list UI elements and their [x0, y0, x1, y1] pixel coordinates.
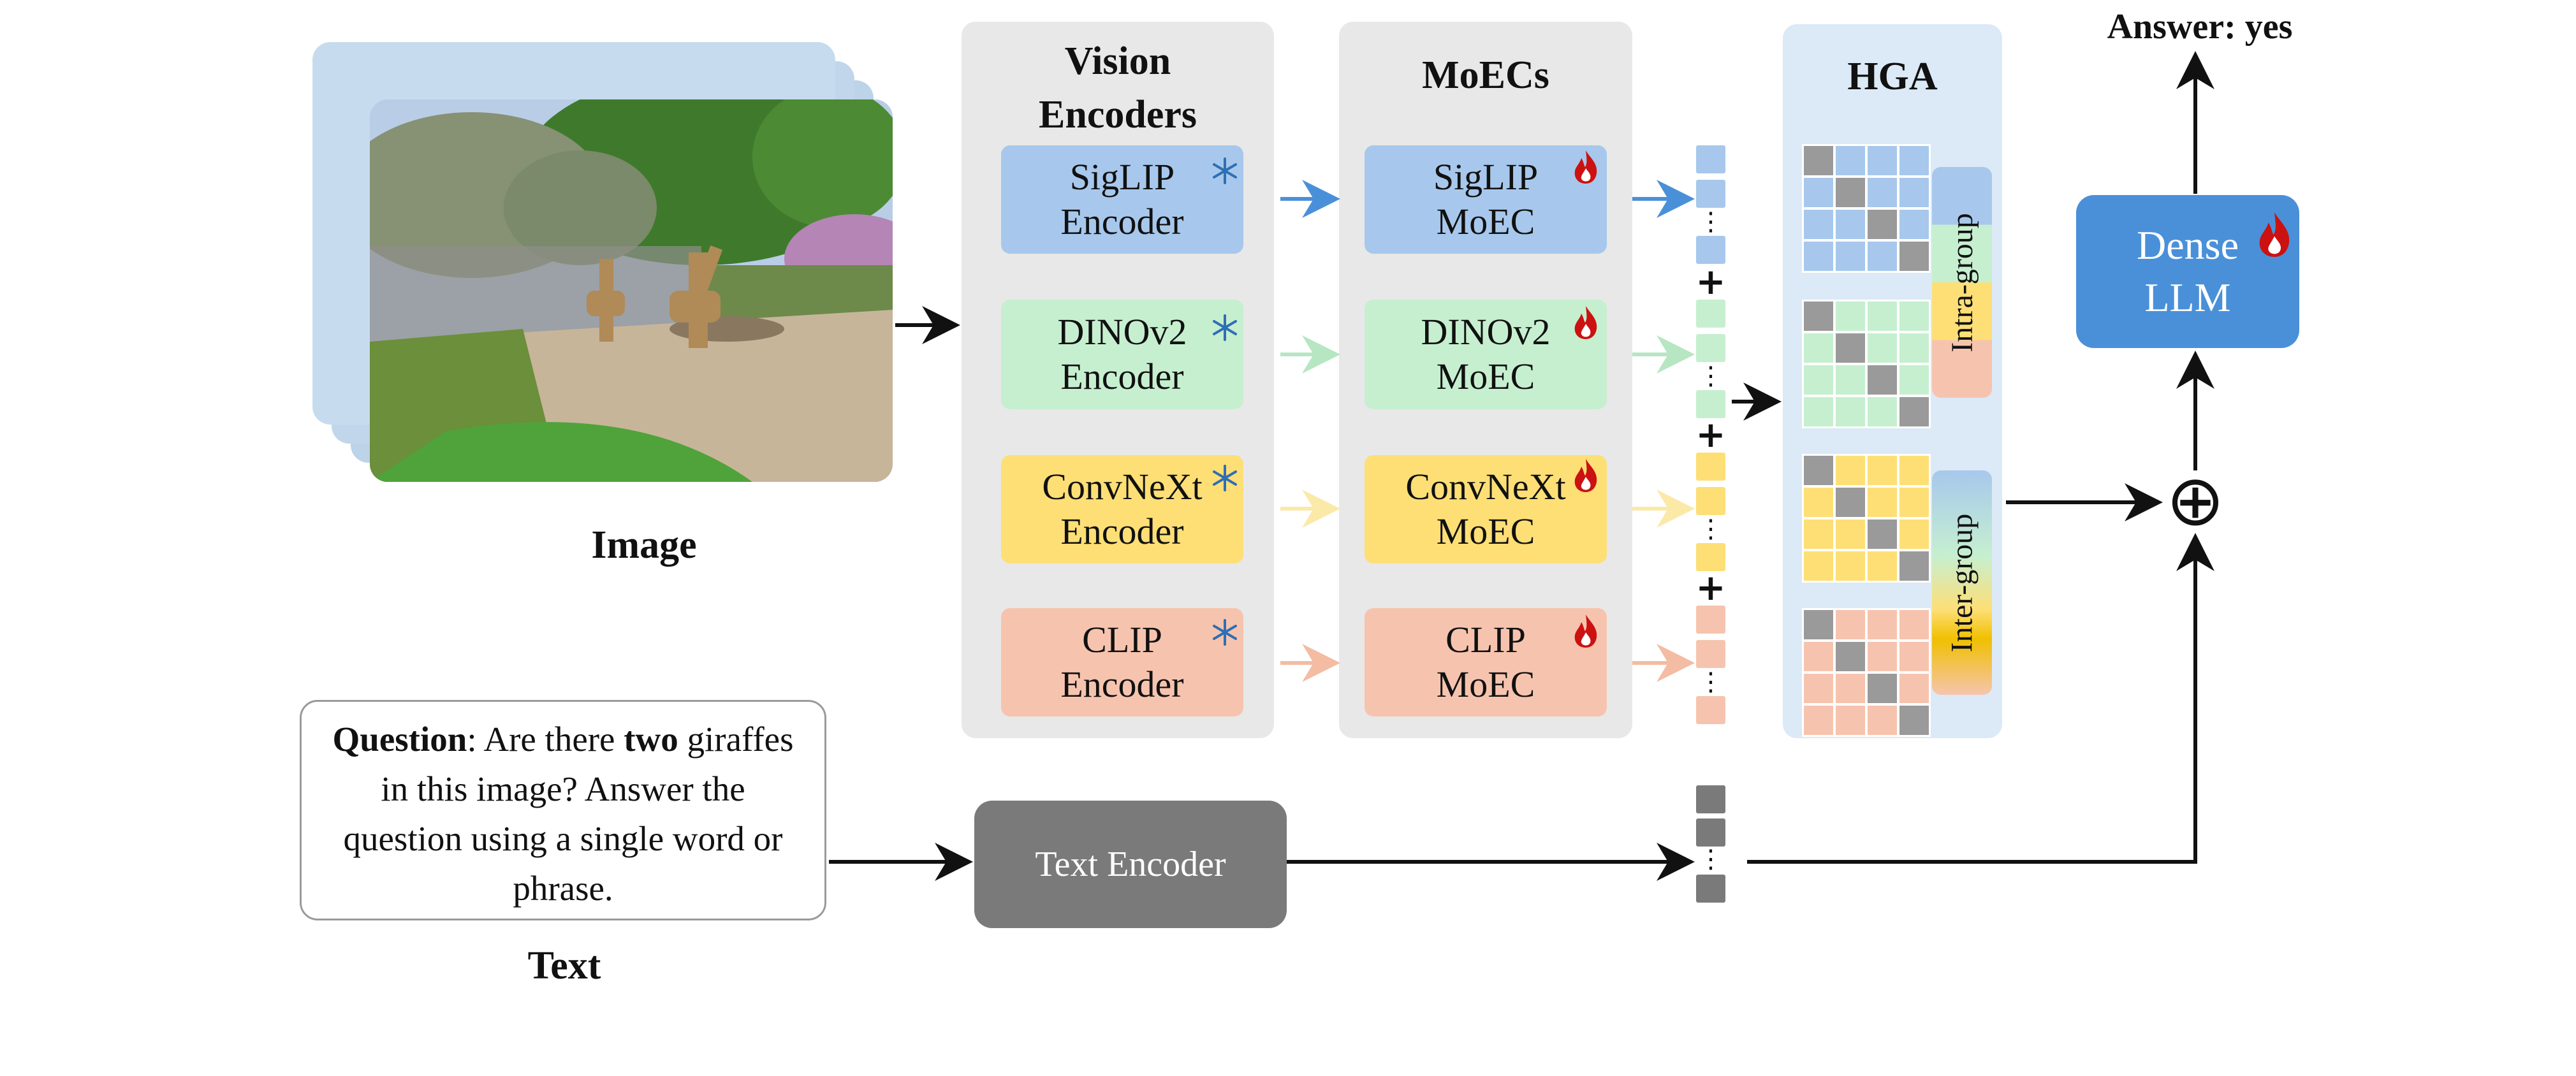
attention-matrix-convnext — [1802, 454, 1931, 583]
token-ellipsis: ⋮ — [1698, 207, 1723, 236]
clip-encoder-label: CLIP Encoder — [1060, 619, 1184, 705]
token-siglip — [1696, 180, 1725, 208]
token-dinov2 — [1696, 390, 1725, 418]
question-bold-two: two — [624, 720, 678, 759]
token-clip — [1696, 640, 1725, 668]
snowflake-icon — [1213, 465, 1237, 491]
convnext-moec-label: ConvNeXt MoEC — [1405, 466, 1566, 552]
flame-icon — [2259, 212, 2290, 258]
token-siglip — [1696, 236, 1725, 264]
giraffe-photo — [370, 99, 893, 482]
snowflake-icon — [1213, 619, 1237, 646]
image-stack — [312, 42, 893, 482]
flame-icon — [1574, 150, 1597, 184]
attention-matrix-siglip — [1802, 144, 1931, 273]
question-part-2: giraffes in this image? Answer the quest… — [343, 720, 794, 908]
vision-encoders-title: Vision Encoders — [1039, 40, 1197, 136]
flame-icon — [1574, 306, 1597, 339]
convnext-encoder-label: ConvNeXt Encoder — [1042, 466, 1203, 552]
token-siglip — [1696, 145, 1725, 173]
clip-moec-label: CLIP MoEC — [1436, 619, 1535, 705]
dense-llm-label: Dense LLM — [2137, 222, 2239, 320]
token-text — [1696, 785, 1725, 813]
siglip-encoder-box: SigLIP Encoder — [1001, 145, 1243, 254]
question-part-1: : Are there — [467, 720, 624, 759]
snowflake-icon — [1213, 314, 1237, 341]
hga-title: HGA — [1847, 55, 1938, 98]
inter-group-bar: Inter-group — [1932, 470, 1992, 695]
plus-sign: + — [1695, 567, 1726, 609]
dinov2-moec-label: DINOv2 MoEC — [1421, 311, 1551, 397]
token-ellipsis: ⋮ — [1698, 667, 1723, 696]
token-clip — [1696, 696, 1725, 724]
token-ellipsis: ⋮ — [1698, 361, 1723, 390]
moecs-title: MoECs — [1422, 54, 1549, 97]
dinov2-encoder-label: DINOv2 Encoder — [1057, 311, 1187, 397]
attention-matrix-clip — [1802, 608, 1931, 737]
attention-matrix-dinov2 — [1802, 300, 1931, 428]
token-ellipsis: ⋮ — [1698, 844, 1723, 873]
plus-sign: + — [1695, 414, 1726, 456]
dinov2-moec-box: DINOv2 MoEC — [1365, 300, 1607, 409]
token-text — [1696, 875, 1725, 903]
token-ellipsis: ⋮ — [1698, 514, 1723, 543]
token-clip — [1696, 606, 1725, 634]
snowflake-icon — [1213, 157, 1237, 184]
flame-icon — [1574, 614, 1597, 648]
token-convnext — [1696, 543, 1725, 571]
siglip-moec-box: SigLIP MoEC — [1365, 145, 1607, 254]
token-text — [1696, 818, 1725, 847]
text-encoder-label: Text Encoder — [1035, 845, 1226, 884]
convnext-moec-box: ConvNeXt MoEC — [1365, 455, 1607, 563]
dense-llm-box: Dense LLM — [2076, 195, 2299, 348]
question-text: Question: Are there two giraffes in this… — [321, 715, 805, 913]
plus-sign: + — [1695, 261, 1726, 303]
token-convnext — [1696, 487, 1725, 515]
arrow-text-to-sum — [1747, 533, 2214, 864]
token-dinov2 — [1696, 300, 1725, 328]
clip-encoder-box: CLIP Encoder — [1001, 608, 1243, 716]
dinov2-encoder-box: DINOv2 Encoder — [1001, 300, 1243, 409]
image-label: Image — [591, 523, 697, 567]
question-box: Question: Are there two giraffes in this… — [300, 700, 826, 920]
text-encoder-box: Text Encoder — [974, 801, 1287, 928]
siglip-encoder-label: SigLIP Encoder — [1060, 156, 1184, 242]
flame-icon — [1574, 459, 1597, 492]
text-label: Text — [527, 943, 601, 987]
token-convnext — [1696, 453, 1725, 481]
sum-icon: ⊕ — [2165, 460, 2225, 541]
clip-moec-box: CLIP MoEC — [1365, 608, 1607, 716]
question-bold-label: Question — [332, 720, 467, 759]
answer-label: Answer: yes — [2107, 7, 2293, 47]
siglip-moec-label: SigLIP MoEC — [1433, 156, 1539, 242]
token-dinov2 — [1696, 334, 1725, 362]
intra-group-bar: Intra-group — [1932, 167, 1992, 398]
convnext-encoder-box: ConvNeXt Encoder — [1001, 455, 1243, 563]
